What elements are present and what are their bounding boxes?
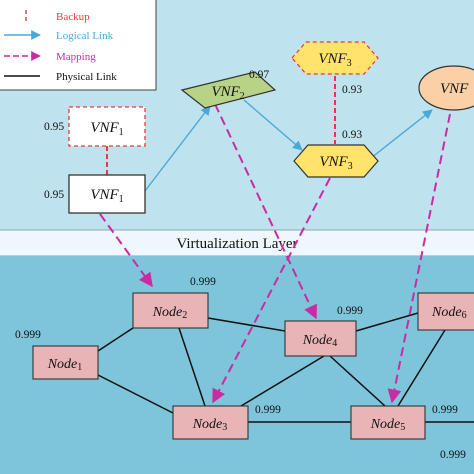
- vnf3-backup-reliability: 0.93: [342, 84, 362, 96]
- layer-label: Virtualization Layer: [176, 236, 297, 252]
- node5-reliability: 0.999: [432, 404, 458, 416]
- svg-text:VNF3: VNF3: [319, 154, 352, 172]
- node6: Node6: [417, 292, 474, 331]
- node3: Node3: [172, 405, 249, 440]
- vnf3-reliability: 0.93: [342, 129, 362, 141]
- node4-reliability: 0.999: [337, 305, 363, 317]
- svg-text:VNF3: VNF3: [318, 51, 351, 69]
- svg-text:Node1: Node1: [47, 357, 83, 373]
- svg-text:Node5: Node5: [370, 417, 406, 433]
- node2: Node2: [132, 292, 209, 329]
- svg-text:Node3: Node3: [192, 417, 228, 433]
- svg-text:VNF2: VNF2: [211, 84, 244, 102]
- legend-backup: Backup: [56, 11, 90, 23]
- vnf3: VNF3: [293, 144, 379, 178]
- mapping-links: [99, 103, 451, 404]
- node2-reliability: 0.999: [190, 276, 216, 288]
- node5: Node5: [350, 405, 426, 440]
- logical-link-vnf1-vnf2: [144, 105, 211, 192]
- node6-reliability: 0.999: [440, 449, 466, 461]
- svg-text:Node2: Node2: [152, 305, 188, 321]
- legend-mapping: Mapping: [56, 51, 96, 63]
- vnf1-reliability: 0.95: [44, 189, 64, 201]
- node1-reliability: 0.999: [15, 329, 41, 341]
- node3-reliability: 0.999: [255, 404, 281, 416]
- vnf2-reliability: 0.97: [249, 69, 269, 81]
- legend-physical-link: Physical Link: [56, 71, 117, 83]
- node4: Node4: [284, 320, 357, 357]
- vnf1-backup-reliability: 0.95: [44, 121, 64, 133]
- vnf4: VNF: [418, 65, 474, 111]
- vnf2: VNF2: [180, 71, 277, 109]
- vnf1-backup: VNF1: [68, 106, 146, 147]
- svg-text:VNF: VNF: [440, 81, 469, 97]
- legend-logical-link: Logical Link: [56, 30, 114, 42]
- node1: Node1: [32, 345, 99, 380]
- svg-text:Node6: Node6: [431, 305, 467, 321]
- vnf1: VNF1: [68, 174, 146, 214]
- vnf3-backup: VNF3: [291, 41, 379, 75]
- virtualization-band: [0, 230, 474, 256]
- legend: Backup Logical Link Mapping Physical Lin…: [0, 0, 157, 91]
- svg-text:Node4: Node4: [302, 333, 338, 349]
- svg-text:VNF1: VNF1: [90, 187, 123, 205]
- logical-link-vnf3-vnf4: [370, 109, 433, 159]
- logical-link-vnf2-vnf3: [243, 99, 303, 151]
- physical-links: [97, 312, 474, 423]
- svg-text:VNF1: VNF1: [90, 120, 123, 138]
